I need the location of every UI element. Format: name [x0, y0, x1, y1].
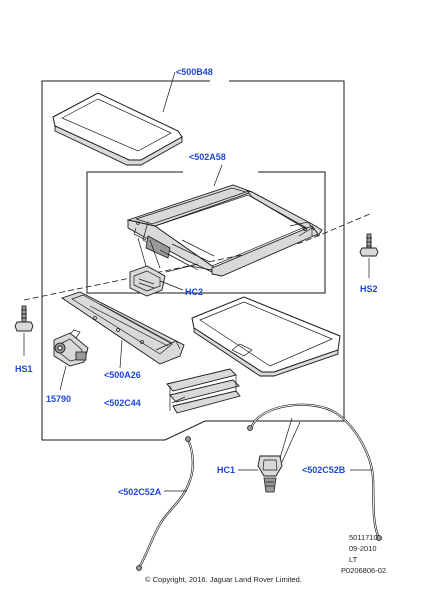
- callout-500A26[interactable]: <500A26: [104, 370, 141, 380]
- frame-boundary: [86, 171, 326, 294]
- drain-tube-502C52A: [136, 436, 194, 571]
- rail-502C44: [166, 368, 241, 414]
- leader-hc1: [238, 417, 301, 471]
- leader-502A58: [213, 164, 223, 187]
- callout-502C44[interactable]: <502C44: [104, 398, 141, 408]
- leader-502C44: [171, 396, 186, 404]
- assembly-boundary: [41, 80, 345, 441]
- leader-500A26: [119, 339, 123, 369]
- sunblind-panel: [191, 296, 341, 377]
- bolt-axis-line: [23, 212, 373, 301]
- sunroof-motor: [53, 329, 89, 367]
- figure-code: P0206806-02: [341, 566, 386, 575]
- callout-502C52B[interactable]: <502C52B: [302, 465, 346, 475]
- callout-15790[interactable]: 15790: [46, 394, 71, 404]
- leader-500B48: [162, 71, 176, 113]
- callout-502A58[interactable]: <502A58: [189, 152, 226, 162]
- callout-hc2[interactable]: HC2: [185, 287, 203, 297]
- leader-15790: [59, 365, 67, 391]
- sunroof-frame: [126, 184, 323, 277]
- clip-hc1: [257, 455, 283, 493]
- leader-hc2: [137, 237, 199, 291]
- ref-lt: LT: [349, 555, 358, 564]
- bolt-hs1: [14, 305, 34, 332]
- copyright-notice: © Copyright, 2016. Jaguar Land Rover Lim…: [145, 575, 302, 584]
- ref-number: 5011710: [349, 533, 378, 542]
- clip-assembly-hc2: [129, 265, 166, 297]
- trim-panel: [60, 291, 185, 365]
- callout-hc1[interactable]: HC1: [217, 465, 235, 475]
- callout-500B48[interactable]: <500B48: [176, 67, 213, 77]
- drain-tube-502C52B: [247, 403, 382, 541]
- callout-hs2[interactable]: HS2: [360, 284, 378, 294]
- callout-502C52A[interactable]: <502C52A: [118, 487, 162, 497]
- bolt-hs2: [359, 233, 379, 257]
- ref-date: 09-2010: [349, 544, 377, 553]
- glass-panel: [52, 92, 183, 166]
- callout-hs1[interactable]: HS1: [15, 364, 33, 374]
